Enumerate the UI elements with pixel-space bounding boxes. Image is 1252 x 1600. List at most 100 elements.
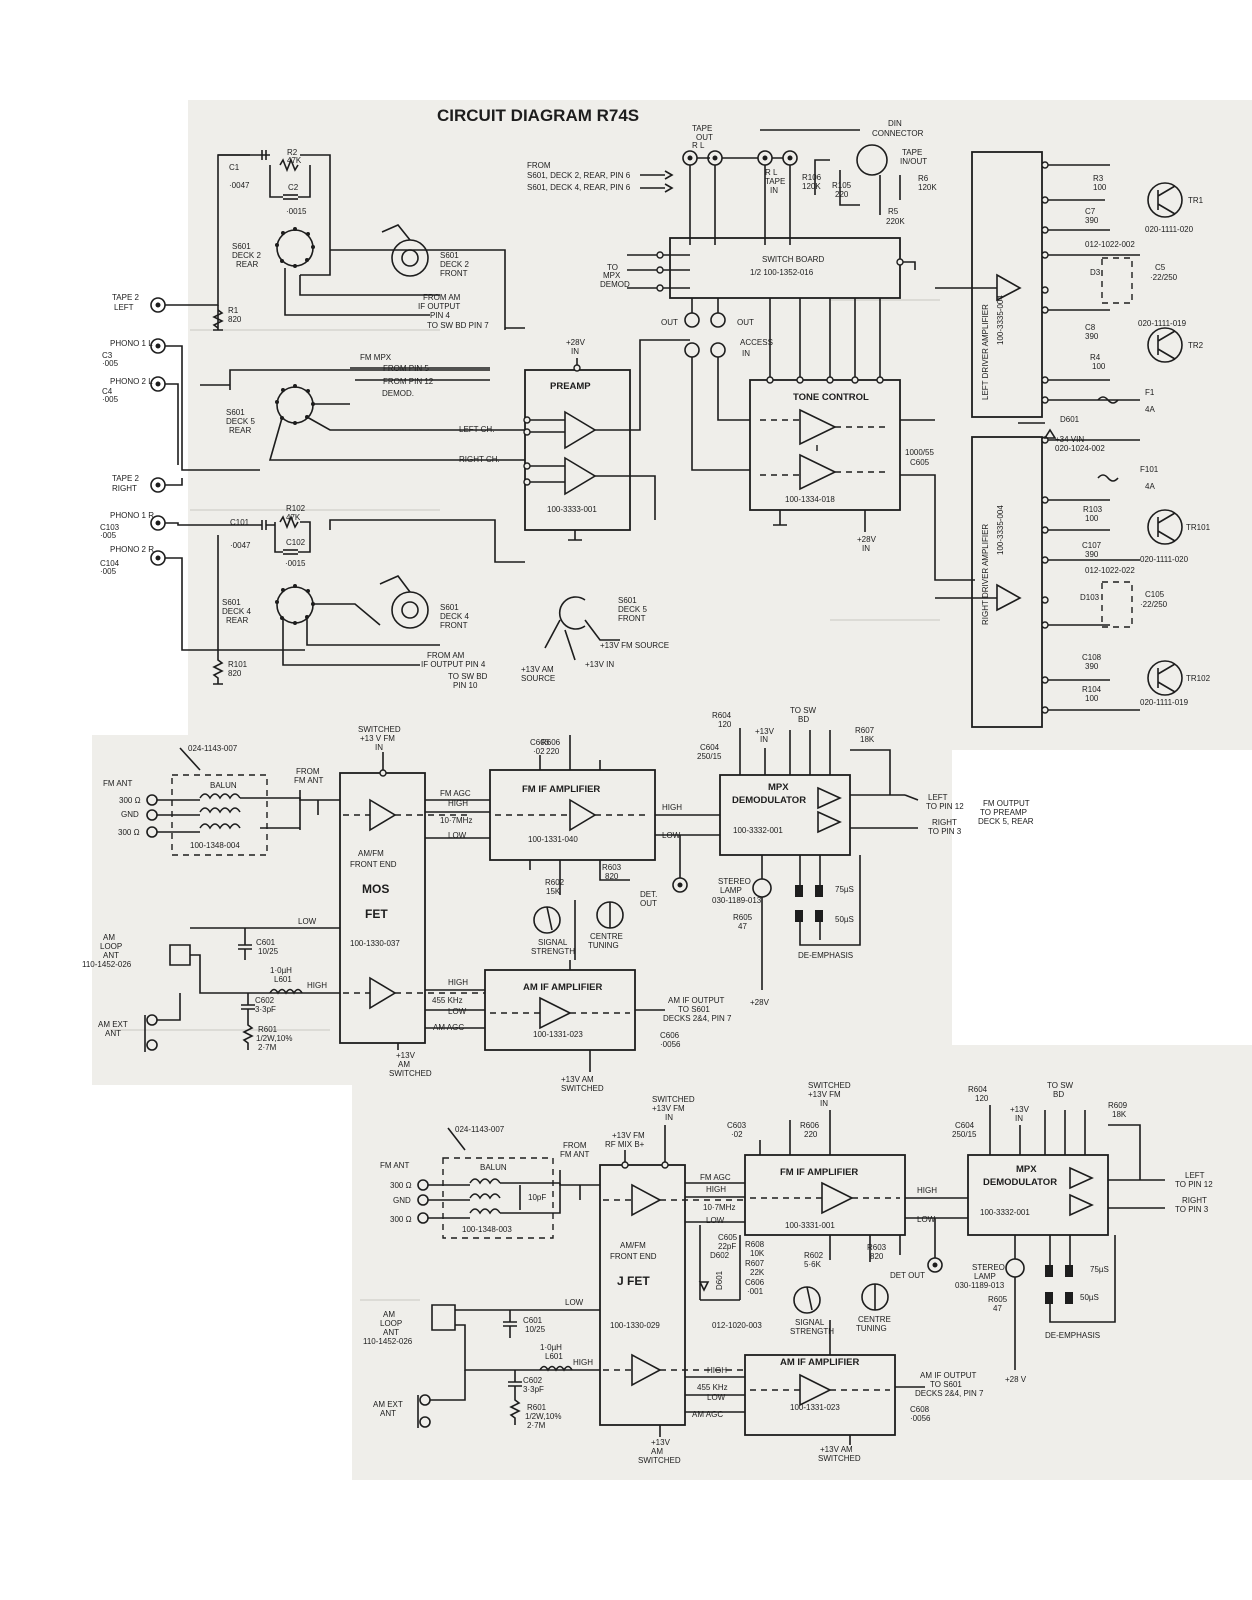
svg-text:STEREO: STEREO bbox=[718, 877, 751, 886]
phono2l-jack: PHONO 2 L bbox=[110, 376, 166, 392]
svg-text:LOW: LOW bbox=[706, 1216, 725, 1225]
svg-text:AM IF OUTPUT: AM IF OUTPUT bbox=[668, 996, 725, 1005]
tuner-jfet-section: 024-1143-007 FM ANT 300 Ω GND 300 Ω BALU… bbox=[363, 1081, 1213, 1465]
svg-text:R607: R607 bbox=[745, 1259, 765, 1268]
svg-text:18K: 18K bbox=[1112, 1110, 1127, 1119]
svg-text:C7: C7 bbox=[1085, 207, 1096, 216]
right-driver-amp-box bbox=[971, 436, 1043, 728]
jfet-am-if-part: 100-1331-023 bbox=[790, 1403, 840, 1412]
svg-text:LEFT: LEFT bbox=[928, 793, 948, 802]
svg-text:3·3pF: 3·3pF bbox=[255, 1005, 276, 1014]
svg-text:300 Ω: 300 Ω bbox=[390, 1181, 412, 1190]
svg-text:BALUN: BALUN bbox=[210, 781, 237, 790]
svg-text:C605: C605 bbox=[718, 1233, 738, 1242]
svg-text:RIGHT: RIGHT bbox=[1182, 1196, 1207, 1205]
svg-text:AM EXT: AM EXT bbox=[98, 1020, 128, 1029]
svg-text:AM: AM bbox=[383, 1310, 395, 1319]
svg-text:RIGHT CH.: RIGHT CH. bbox=[459, 455, 500, 464]
svg-text:030-1189-013: 030-1189-013 bbox=[712, 896, 762, 905]
svg-text:300 Ω: 300 Ω bbox=[118, 828, 140, 837]
svg-text:STRENGTH: STRENGTH bbox=[531, 947, 575, 956]
svg-text:CONNECTOR: CONNECTOR bbox=[872, 129, 924, 138]
mos-am-if-amp-label: AM IF AMPLIFIER bbox=[523, 982, 602, 993]
svg-text:·02: ·02 bbox=[731, 1130, 743, 1139]
svg-text:FM ANT: FM ANT bbox=[294, 776, 323, 785]
svg-text:DECK 4: DECK 4 bbox=[222, 607, 251, 616]
svg-text:50µS: 50µS bbox=[835, 915, 854, 924]
svg-text:PHONO 1 R: PHONO 1 R bbox=[110, 511, 154, 520]
svg-text:SWITCHED: SWITCHED bbox=[818, 1454, 861, 1463]
svg-text:R602: R602 bbox=[545, 878, 565, 887]
svg-text:DEMOD.: DEMOD. bbox=[382, 389, 414, 398]
mos-am-if-part: 100-1331-023 bbox=[533, 1030, 583, 1039]
svg-text:390: 390 bbox=[1085, 216, 1099, 225]
svg-text:TR1: TR1 bbox=[1188, 196, 1204, 205]
svg-text:R604: R604 bbox=[712, 711, 732, 720]
svg-text:AM: AM bbox=[103, 933, 115, 942]
svg-text:PIN 4: PIN 4 bbox=[430, 311, 451, 320]
svg-text:10/25: 10/25 bbox=[525, 1325, 546, 1334]
svg-text:C608: C608 bbox=[910, 1405, 930, 1414]
svg-text:10pF: 10pF bbox=[528, 1193, 546, 1202]
svg-text:S601: S601 bbox=[226, 408, 245, 417]
svg-text:·22/250: ·22/250 bbox=[1140, 600, 1168, 609]
svg-text:HIGH: HIGH bbox=[917, 1186, 937, 1195]
svg-text:TO: TO bbox=[607, 263, 618, 272]
svg-text:TR102: TR102 bbox=[1186, 674, 1211, 683]
svg-text:+13V AM: +13V AM bbox=[521, 665, 554, 674]
jfet-fm-if-amp-label: FM IF AMPLIFIER bbox=[780, 1167, 858, 1178]
svg-text:1/2W,10%: 1/2W,10% bbox=[525, 1412, 561, 1421]
svg-text:AM/FM: AM/FM bbox=[358, 849, 384, 858]
svg-text:FRONT END: FRONT END bbox=[610, 1252, 657, 1261]
svg-text:SWITCHED: SWITCHED bbox=[389, 1069, 432, 1078]
svg-text:100-1348-004: 100-1348-004 bbox=[190, 841, 240, 850]
svg-text:REAR: REAR bbox=[236, 260, 258, 269]
svg-text:RIGHT DRIVER AMPLIFIER: RIGHT DRIVER AMPLIFIER bbox=[981, 524, 990, 625]
svg-text:390: 390 bbox=[1085, 332, 1099, 341]
svg-text:MPX: MPX bbox=[768, 782, 789, 793]
svg-text:C103: C103 bbox=[100, 523, 120, 532]
svg-text:120K: 120K bbox=[802, 182, 821, 191]
svg-text:SWITCHED: SWITCHED bbox=[652, 1095, 695, 1104]
svg-text:1000/55: 1000/55 bbox=[905, 448, 934, 457]
svg-text:020-1111-019: 020-1111-019 bbox=[1138, 319, 1187, 328]
svg-text:R608: R608 bbox=[745, 1240, 765, 1249]
diagram-title: CIRCUIT DIAGRAM R74S bbox=[437, 106, 639, 125]
mos-mpx-demod-box bbox=[719, 774, 851, 856]
svg-text:LEFT: LEFT bbox=[114, 303, 134, 312]
svg-text:·001: ·001 bbox=[747, 1287, 764, 1296]
svg-text:L601: L601 bbox=[545, 1352, 563, 1361]
jfet-am-if-amp-label: AM IF AMPLIFIER bbox=[780, 1357, 859, 1368]
svg-text:S601, DECK 2, REAR, PIN 6: S601, DECK 2, REAR, PIN 6 bbox=[527, 171, 631, 180]
svg-text:RIGHT: RIGHT bbox=[932, 818, 957, 827]
paper-background bbox=[92, 100, 1252, 1480]
svg-text:TAPE: TAPE bbox=[765, 177, 785, 186]
svg-text:C102: C102 bbox=[286, 538, 306, 547]
svg-text:1/2 100-1352-016: 1/2 100-1352-016 bbox=[750, 268, 814, 277]
svg-text:HIGH: HIGH bbox=[448, 799, 468, 808]
svg-text:820: 820 bbox=[228, 315, 242, 324]
svg-text:PHONO 2 R: PHONO 2 R bbox=[110, 545, 154, 554]
svg-text:D103: D103 bbox=[1080, 593, 1100, 602]
svg-text:C605: C605 bbox=[910, 458, 930, 467]
svg-text:220: 220 bbox=[804, 1130, 818, 1139]
svg-text:4A: 4A bbox=[1145, 482, 1155, 491]
svg-text:FM MPX: FM MPX bbox=[360, 353, 392, 362]
svg-text:C3: C3 bbox=[102, 351, 113, 360]
svg-text:TO SW BD: TO SW BD bbox=[448, 672, 488, 681]
svg-text:CENTRE: CENTRE bbox=[858, 1315, 891, 1324]
svg-text:FROM AM: FROM AM bbox=[423, 293, 461, 302]
jfet-front-end-part: 100-1330-029 bbox=[610, 1321, 660, 1330]
svg-text:390: 390 bbox=[1085, 662, 1099, 671]
svg-text:FRONT: FRONT bbox=[440, 621, 468, 630]
svg-text:DE-EMPHASIS: DE-EMPHASIS bbox=[1045, 1331, 1100, 1340]
svg-text:DECKS 2&4, PIN 7: DECKS 2&4, PIN 7 bbox=[915, 1389, 984, 1398]
svg-text:HIGH: HIGH bbox=[706, 1185, 726, 1194]
svg-text:TO S601: TO S601 bbox=[930, 1380, 962, 1389]
svg-text:100: 100 bbox=[1085, 514, 1099, 523]
svg-text:R106: R106 bbox=[802, 173, 822, 182]
svg-text:100-1348-003: 100-1348-003 bbox=[462, 1225, 512, 1234]
svg-text:+28V: +28V bbox=[857, 535, 877, 544]
svg-text:10/25: 10/25 bbox=[258, 947, 279, 956]
svg-text:1/2W,10%: 1/2W,10% bbox=[256, 1034, 292, 1043]
